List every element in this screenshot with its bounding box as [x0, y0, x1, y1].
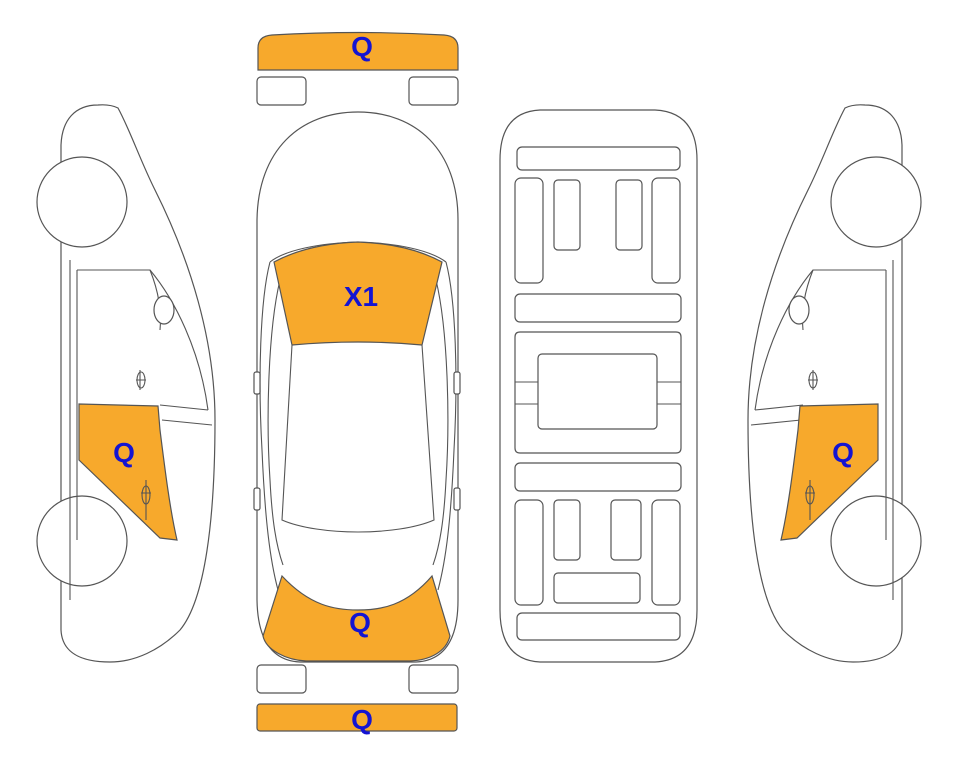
left-front-wheel — [36, 156, 128, 248]
right-headlight — [408, 76, 459, 106]
windshield-panel[interactable] — [273, 241, 443, 346]
right-rear-door-mark: Q — [832, 437, 854, 468]
windshield-mark: X1 — [344, 281, 378, 312]
right-rear-wheel — [830, 495, 922, 587]
left-taillight — [256, 664, 307, 694]
right-rear-door-panel[interactable] — [780, 403, 879, 541]
right-front-wheel — [830, 156, 922, 248]
left-headlight — [256, 76, 307, 106]
car-underside-view — [499, 109, 698, 663]
car-body-outline — [256, 111, 459, 663]
rear-window-mark: Q — [349, 607, 371, 638]
front-bumper-panel[interactable] — [257, 31, 459, 71]
car-right-side-view: Q — [747, 104, 922, 663]
car-top-view: Q X1 Q Q — [253, 31, 461, 735]
right-taillight — [408, 664, 459, 694]
rear-bumper-mark: Q — [351, 704, 373, 735]
left-rear-wheel — [36, 495, 128, 587]
left-rear-door-panel[interactable] — [78, 403, 178, 541]
rear-bumper-panel[interactable] — [256, 703, 458, 732]
rear-window-panel[interactable] — [262, 574, 451, 662]
left-rear-door-mark: Q — [113, 437, 135, 468]
front-bumper-mark: Q — [351, 31, 373, 62]
car-left-side-view: Q — [36, 104, 216, 663]
